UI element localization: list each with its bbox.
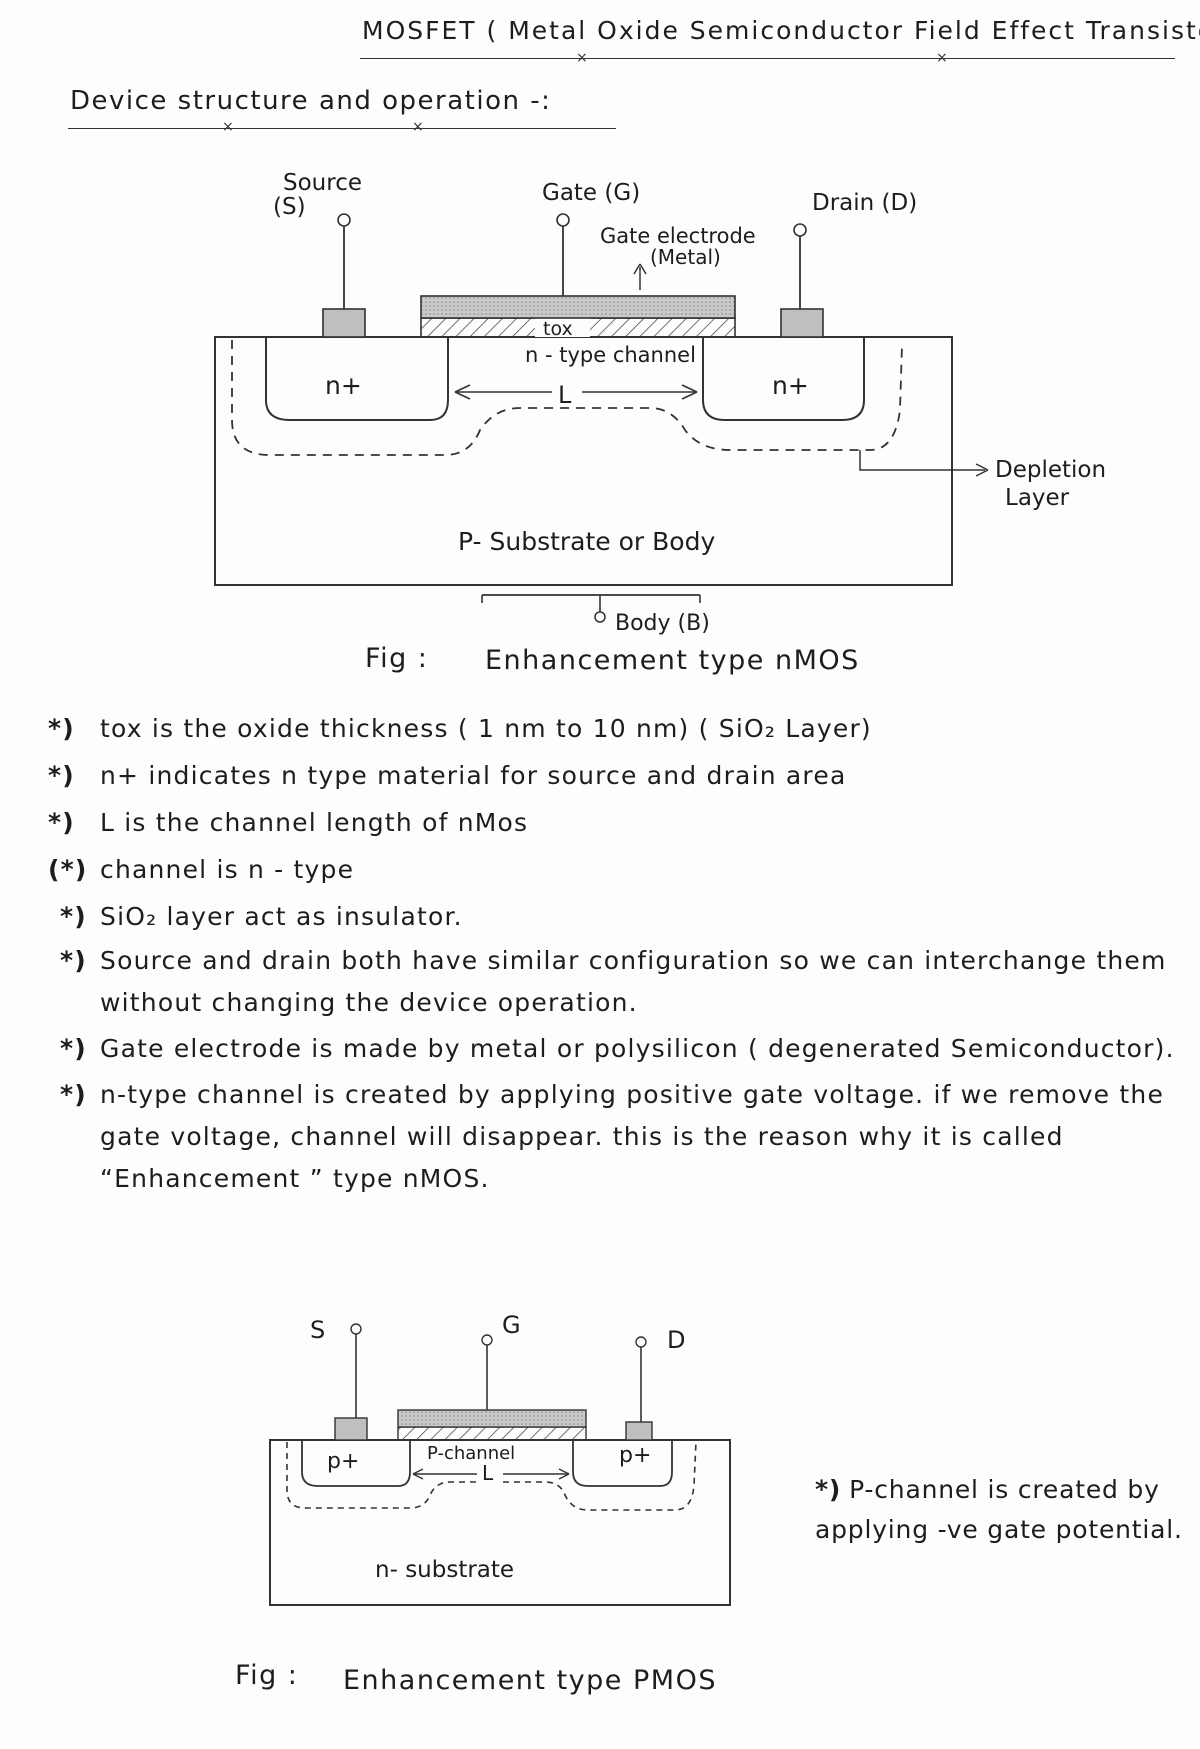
list-item: *)L is the channel length of nMos — [48, 808, 529, 837]
drain-contact — [780, 308, 824, 338]
pmos-drain-contact — [625, 1421, 653, 1441]
drain-p-plus-region — [572, 1440, 673, 1487]
substrate-label: P- Substrate or Body — [458, 527, 715, 556]
pmos-source-region-label: p+ — [327, 1449, 359, 1474]
pmos-figure-caption: Enhancement type PMOS — [343, 1665, 717, 1696]
pmos-gate-label: G — [502, 1311, 521, 1339]
pmos-substrate-label: n- substrate — [375, 1557, 514, 1583]
depletion-label-2: Layer — [1005, 485, 1070, 511]
underline-mark: × — [576, 50, 588, 66]
pmos-gate-metal — [397, 1409, 587, 1428]
figure-caption-prefix: Fig : — [235, 1660, 299, 1691]
source-contact — [322, 308, 366, 338]
list-item: *)n-type channel is created by applying … — [60, 1080, 1165, 1193]
section-heading: Device structure and operation -: — [70, 86, 552, 116]
underline-mark: × — [936, 50, 948, 66]
nmos-figure-caption: Enhancement type nMOS — [485, 645, 860, 676]
gate-label: Gate (G) — [542, 180, 640, 206]
pmos-source-contact — [334, 1417, 368, 1441]
body-terminal — [594, 611, 606, 623]
underline-mark: × — [412, 119, 424, 135]
drain-terminal — [793, 223, 807, 237]
pmos-diagram: L P-channel S G D p+ p+ n- substrate — [269, 1311, 731, 1606]
list-item: (*)channel is n - type — [48, 855, 355, 884]
pmos-gate-terminal — [481, 1334, 493, 1346]
body-label: Body (B) — [615, 611, 710, 636]
figure-caption-prefix: Fig : — [365, 643, 429, 674]
list-item: *)tox is the oxide thickness ( 1 nm to 1… — [48, 714, 872, 743]
list-item: *)Source and drain both have similar con… — [60, 946, 1167, 1017]
drain-n-plus-region — [702, 337, 865, 421]
pmos-oxide-layer — [397, 1426, 587, 1441]
depletion-label: Depletion — [995, 457, 1106, 483]
pmos-drain-terminal — [635, 1336, 647, 1348]
pmos-drain-label: D — [667, 1326, 685, 1354]
depletion-pointer — [859, 450, 985, 471]
gate-electrode-label: Gate electrode — [600, 224, 756, 248]
side-note: *)P-channel is created by applying -ve g… — [815, 1475, 1183, 1544]
drain-label: Drain (D) — [812, 190, 917, 216]
pmos-channel-length-label: L — [482, 1461, 494, 1485]
gate-terminal — [556, 213, 570, 227]
pmos-source-label: S — [310, 1316, 325, 1344]
source-terminal — [337, 213, 351, 227]
nmos-diagram: L tox n - type channel Source(S) Gate (G… — [214, 170, 1106, 636]
list-item: *)SiO₂ layer act as insulator. — [60, 902, 463, 931]
depletion-layer-boundary — [231, 340, 903, 456]
title-underline — [360, 58, 1175, 59]
source-n-plus-region — [265, 337, 449, 421]
gate-metal — [420, 295, 736, 319]
pmos-source-terminal — [350, 1323, 362, 1335]
source-p-plus-region — [301, 1440, 411, 1487]
heading-underline — [68, 128, 616, 129]
tox-label: tox — [543, 318, 573, 340]
channel-length-label: L — [558, 381, 572, 409]
source-label: Source(S) — [273, 170, 362, 220]
notes-list: *)tox is the oxide thickness ( 1 nm to 1… — [40, 705, 1190, 1200]
page-title: MOSFET ( Metal Oxide Semiconductor Field… — [362, 16, 1200, 45]
drain-region-label: n+ — [772, 371, 809, 400]
pmos-channel-label: P-channel — [427, 1443, 515, 1464]
channel-label: n - type channel — [525, 343, 696, 367]
arrow-head-right — [681, 384, 698, 400]
source-region-label: n+ — [325, 371, 362, 400]
arrow-head-left — [454, 384, 471, 400]
list-item: *)n+ indicates n type material for sourc… — [48, 761, 847, 790]
list-item: *)Gate electrode is made by metal or pol… — [60, 1034, 1175, 1063]
gate-metal-label: (Metal) — [650, 245, 721, 269]
underline-mark: × — [222, 119, 234, 135]
pmos-drain-region-label: p+ — [619, 1443, 651, 1468]
